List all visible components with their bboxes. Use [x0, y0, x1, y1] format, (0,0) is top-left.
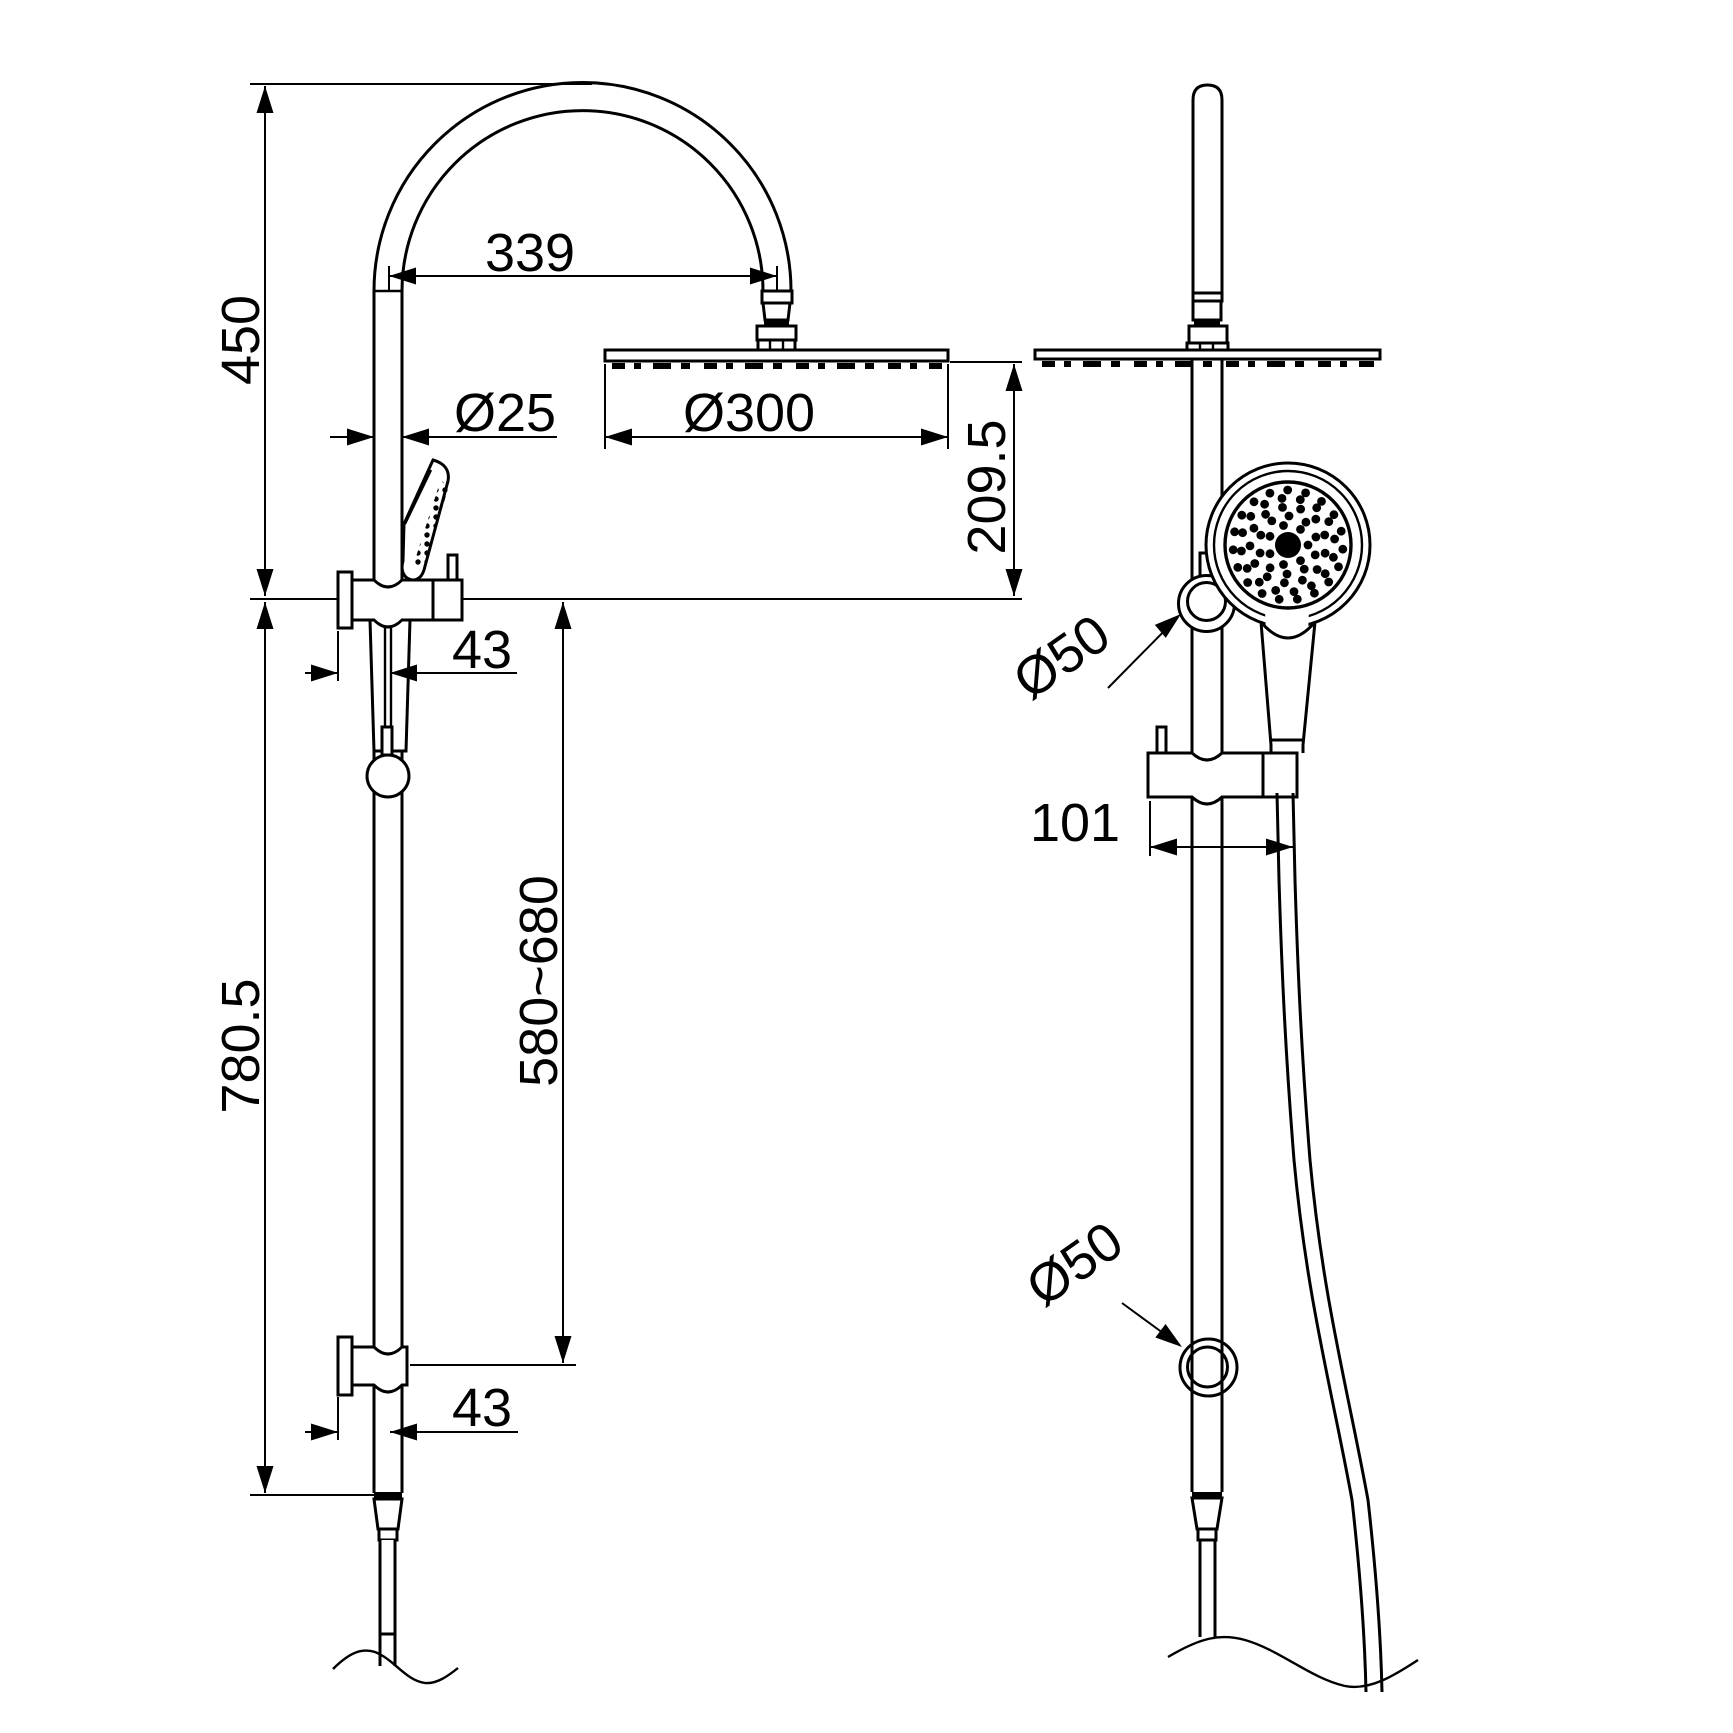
dim-25-label: Ø25 — [454, 383, 556, 443]
dim-43-upper-label: 43 — [452, 620, 512, 680]
dim-339-label: 339 — [485, 223, 575, 283]
dim-50-lower: Ø50 — [1016, 1210, 1188, 1354]
break-line-front — [332, 1649, 459, 1685]
hose-connector-side — [1190, 1492, 1224, 1637]
dim-101-label: 101 — [1030, 793, 1120, 853]
rain-arch-arm — [372, 81, 793, 293]
spray-dots — [1228, 485, 1348, 604]
center-jet — [1275, 532, 1301, 558]
holder-ring-lower — [1178, 1337, 1239, 1398]
lower-wall-bracket-front — [336, 1335, 409, 1397]
hand-shower-face — [1204, 461, 1372, 629]
dim-300: Ø300 — [604, 364, 949, 449]
upper-slider-bracket-front — [336, 553, 464, 630]
rain-shower-head-front — [603, 348, 950, 369]
shower-pole-front — [372, 291, 404, 1493]
front-view — [332, 81, 950, 1685]
shower-hose — [1275, 792, 1384, 1693]
dim-43-upper: 43 — [305, 620, 517, 682]
dim-209-5-label: 209.5 — [957, 419, 1017, 554]
dim-50-upper: Ø50 — [1003, 603, 1187, 711]
holder-pin-side — [1155, 725, 1168, 755]
side-view — [1033, 83, 1419, 1693]
hose-connector-front — [372, 1492, 404, 1666]
dim-580-680-label: 580~680 — [509, 875, 569, 1087]
dim-300-label: Ø300 — [683, 383, 815, 443]
dim-101: 101 — [1030, 793, 1293, 856]
dim-209-5: 209.5 — [950, 361, 1023, 596]
dim-43-lower: 43 — [305, 1378, 518, 1441]
dim-780-5: 780.5 — [211, 602, 274, 1493]
spray-face-edge — [414, 479, 448, 570]
arch-stub-side — [1185, 83, 1230, 353]
dim-450-label: 450 — [211, 295, 271, 385]
dim-780-5-label: 780.5 — [211, 978, 271, 1113]
dim-25: Ø25 — [330, 383, 557, 446]
dim-50-upper-label: Ø50 — [1003, 603, 1121, 711]
dim-580-680: 580~680 — [410, 602, 576, 1366]
holder-pin-front — [446, 553, 459, 582]
rain-shower-head-side — [1033, 348, 1382, 367]
slider-bracket-side — [1146, 725, 1299, 806]
hand-shower-front — [400, 458, 450, 582]
dim-50-lower-label: Ø50 — [1016, 1210, 1134, 1318]
break-line-side — [1167, 1635, 1419, 1689]
dim-450: 450 — [211, 86, 274, 596]
dim-43-lower-label: 43 — [452, 1378, 512, 1438]
overhead-connector-front — [755, 289, 798, 353]
dim-339: 339 — [388, 223, 778, 292]
hand-shower-handle-side — [1259, 610, 1317, 753]
diverter-knob — [365, 725, 411, 799]
